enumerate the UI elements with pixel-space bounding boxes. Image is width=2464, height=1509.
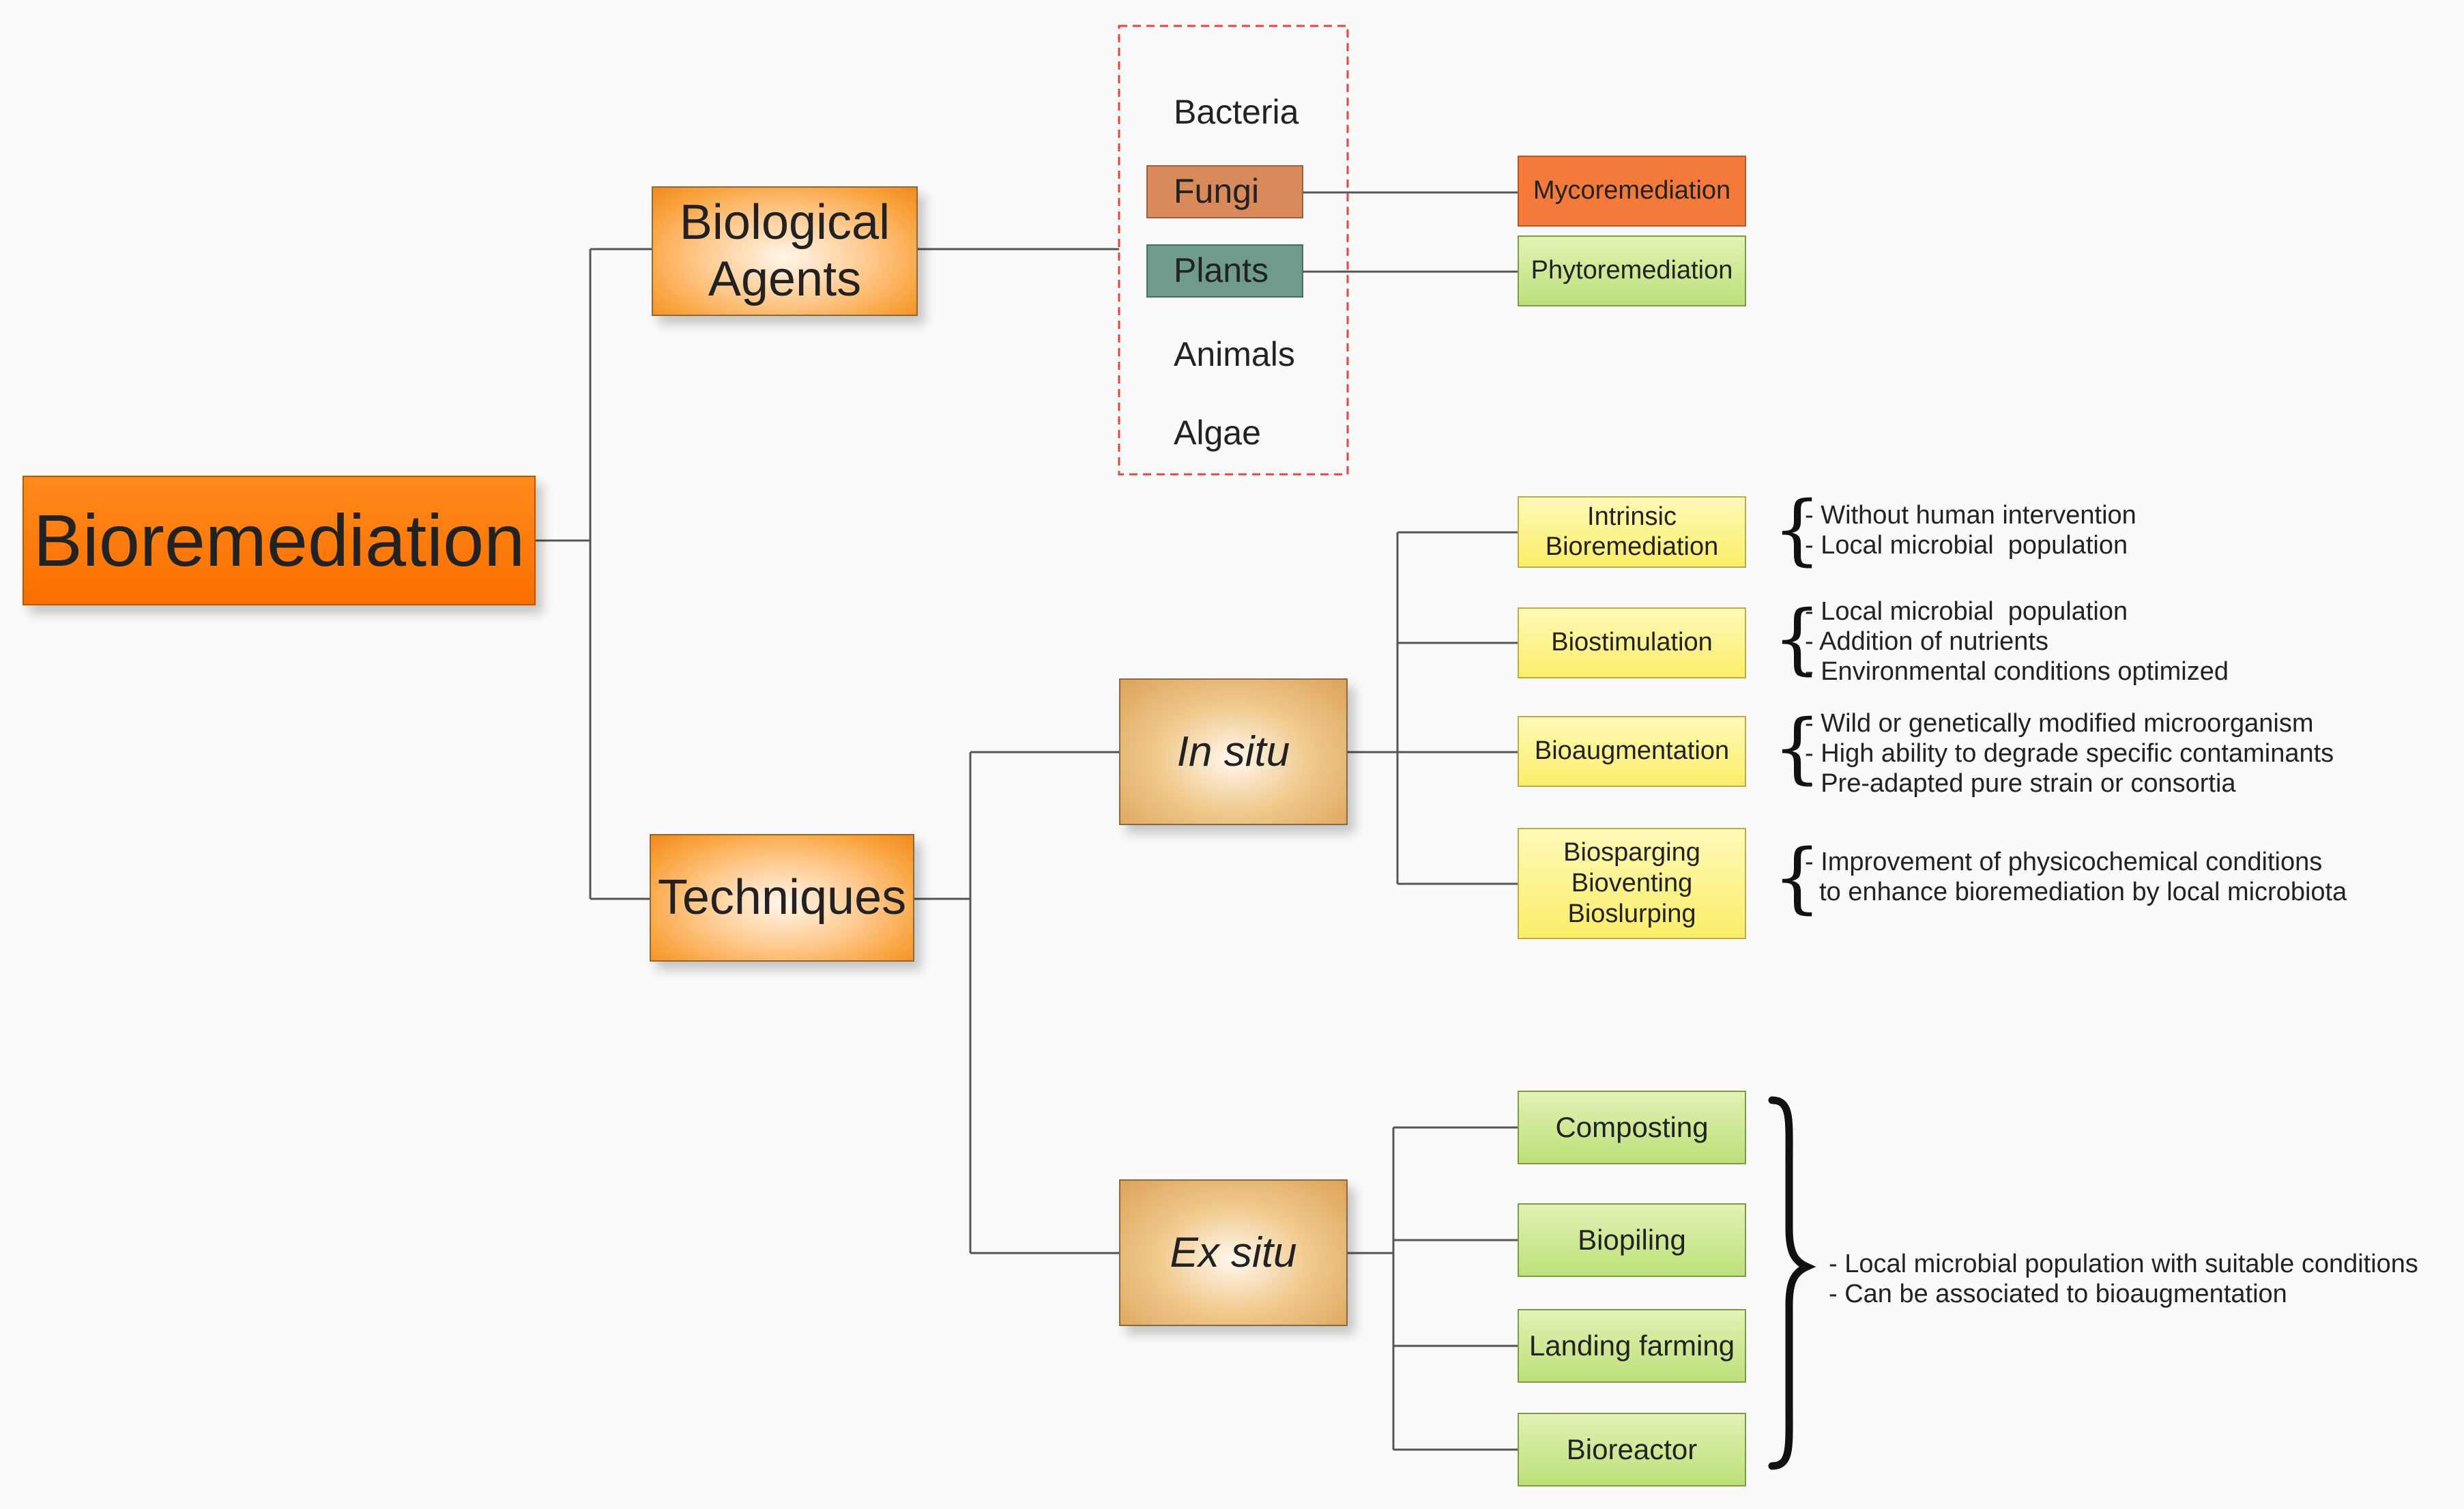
brace-biosparging: { <box>1773 833 1822 922</box>
mycoremediation-node: Mycoremediation <box>1518 156 1746 227</box>
method-biostimulation-label: Biostimulation <box>1551 628 1713 657</box>
ex-situ-brace <box>1768 1096 1816 1470</box>
method-intrinsic-bioremediation: Intrinsic Bioremediation <box>1518 496 1746 568</box>
method-biopiling: Biopiling <box>1518 1203 1746 1277</box>
branch-biological-agents: Biological Agents <box>652 186 918 316</box>
method-landing-farming: Landing farming <box>1518 1309 1746 1383</box>
connector-in-situ <box>1348 531 1518 885</box>
notes-ex-situ: - Local microbial population with suitab… <box>1829 1250 2418 1308</box>
mycoremediation-label: Mycoremediation <box>1533 176 1731 205</box>
phytoremediation-node: Phytoremediation <box>1518 235 1746 306</box>
root-label: Bioremediation <box>33 498 525 581</box>
organism-plants-label: Plants <box>1174 251 1269 290</box>
notes-intrinsic: - Without human intervention - Local mic… <box>1805 501 2136 560</box>
method-biosparging-group: Biosparging Bioventing Bioslurping <box>1518 828 1746 939</box>
brace-biostimulation: { <box>1773 594 1822 683</box>
connector-root <box>536 248 652 900</box>
organisms-group-border <box>1118 25 1349 476</box>
ex-situ-label: Ex situ <box>1170 1228 1297 1276</box>
branch-biological-agents-label: Biological Agents <box>679 195 890 306</box>
notes-biostimulation: - Local microbial population - Addition … <box>1805 597 2229 686</box>
branch-techniques-label: Techniques <box>657 870 907 925</box>
method-composting: Composting <box>1518 1091 1746 1164</box>
connector-techniques <box>914 751 1119 1254</box>
method-bioreactor-label: Bioreactor <box>1566 1433 1698 1465</box>
method-bioreactor: Bioreactor <box>1518 1413 1746 1486</box>
connector-ex-situ <box>1348 1126 1518 1451</box>
notes-bioaugmentation: - Wild or genetically modified microorga… <box>1805 709 2334 798</box>
phytoremediation-label: Phytoremediation <box>1531 256 1733 285</box>
branch-techniques: Techniques <box>650 834 914 962</box>
organism-fungi-label: Fungi <box>1174 172 1260 211</box>
method-biosparging-label: Biosparging Bioventing Bioslurping <box>1563 838 1700 928</box>
notes-biosparging: - Improvement of physicochemical conditi… <box>1805 848 2347 906</box>
organism-animals: Animals <box>1174 335 1295 373</box>
method-biostimulation: Biostimulation <box>1518 607 1746 678</box>
organism-plants: Plants <box>1146 244 1303 298</box>
in-situ-label: In situ <box>1176 728 1290 775</box>
method-composting-label: Composting <box>1555 1110 1709 1143</box>
organism-fungi: Fungi <box>1146 165 1303 218</box>
method-bioaugmentation: Bioaugmentation <box>1518 716 1746 787</box>
brace-intrinsic: { <box>1773 485 1822 574</box>
method-biopiling-label: Biopiling <box>1578 1223 1686 1256</box>
organism-bacteria: Bacteria <box>1174 93 1299 131</box>
method-landing-farming-label: Landing farming <box>1528 1329 1735 1362</box>
brace-bioaugmentation: { <box>1773 704 1822 792</box>
ex-situ-node: Ex situ <box>1119 1179 1348 1326</box>
in-situ-node: In situ <box>1119 678 1348 825</box>
method-bioaugmentation-label: Bioaugmentation <box>1534 736 1730 766</box>
root-node-bioremediation: Bioremediation <box>23 476 536 605</box>
method-intrinsic-label: Intrinsic Bioremediation <box>1545 502 1719 561</box>
organism-algae: Algae <box>1174 414 1261 452</box>
